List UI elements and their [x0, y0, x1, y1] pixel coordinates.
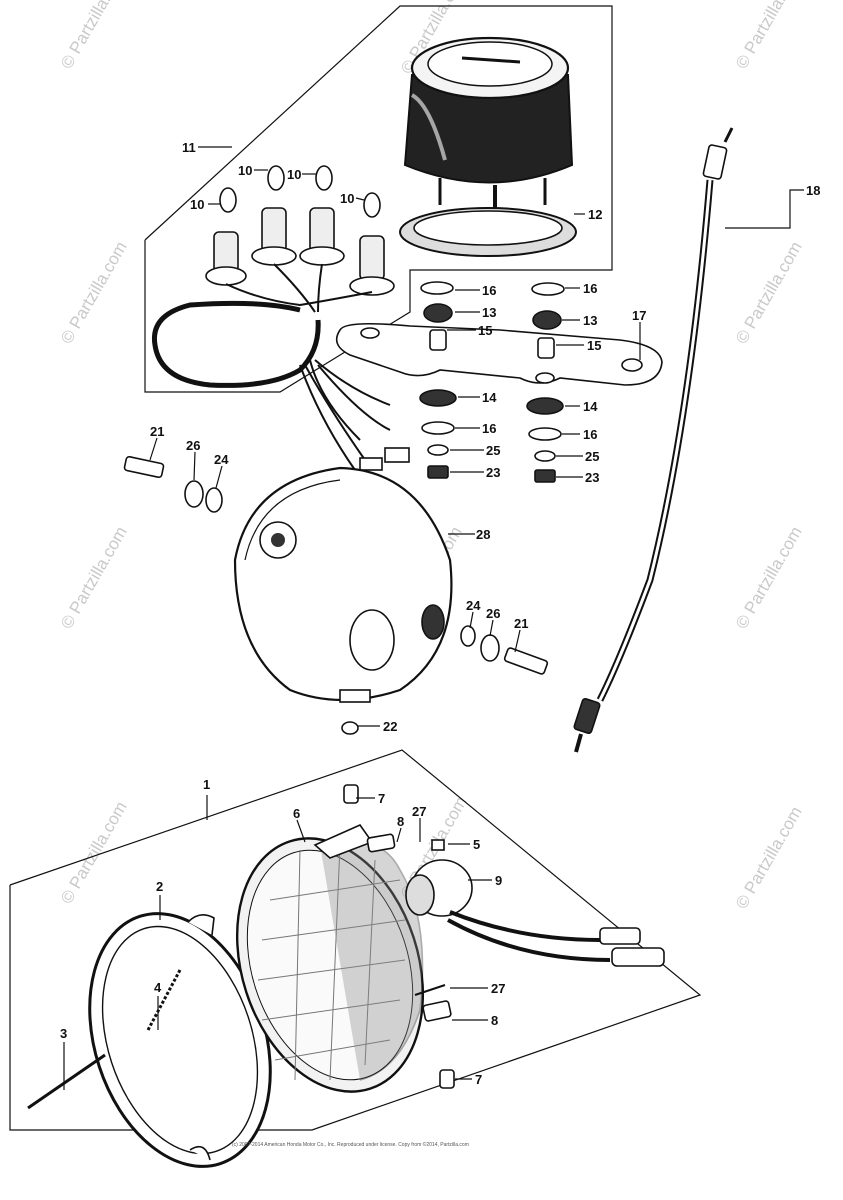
- callout-26: 26: [186, 438, 200, 453]
- callouts: 10 10 10 10 11 12 16 13 15 14 16 25 23 1…: [60, 140, 820, 1087]
- callout-13: 13: [583, 313, 597, 328]
- watermark: © Partzilla.com: [57, 523, 131, 632]
- callout-10: 10: [340, 191, 354, 206]
- bulb-sockets: [205, 207, 395, 296]
- callout-8: 8: [397, 814, 404, 829]
- mounting-hardware: [419, 281, 565, 483]
- callout-4: 4: [154, 980, 162, 995]
- callout-25: 25: [585, 449, 599, 464]
- speedometer-body: [403, 36, 574, 210]
- watermark: © Partzilla.com: [57, 798, 131, 907]
- watermark: © Partzilla.com: [732, 523, 806, 632]
- callout-18: 18: [806, 183, 820, 198]
- meter-case-ring: [399, 207, 577, 257]
- leader-lines: [63, 146, 804, 1090]
- speedometer-cable: [573, 127, 734, 753]
- callout-7: 7: [378, 791, 385, 806]
- callout-15: 15: [478, 323, 492, 338]
- headlight-assembly-outline: [9, 749, 702, 1131]
- callout-17: 17: [632, 308, 646, 323]
- watermark: © Partzilla.com: [732, 238, 806, 347]
- callout-13: 13: [482, 305, 496, 320]
- watermark: © Partzilla.com: [732, 0, 806, 72]
- beam-bracket-and-socket: [313, 784, 665, 1089]
- callout-15: 15: [587, 338, 601, 353]
- callout-14: 14: [583, 399, 598, 414]
- callout-28: 28: [476, 527, 490, 542]
- callout-8: 8: [491, 1013, 498, 1028]
- callout-16: 16: [482, 421, 496, 436]
- headlight-case: [233, 466, 453, 703]
- callout-23: 23: [585, 470, 599, 485]
- meter-bracket: [335, 322, 663, 386]
- callout-16: 16: [583, 427, 597, 442]
- watermark: © Partzilla.com: [732, 803, 806, 912]
- callout-23: 23: [486, 465, 500, 480]
- watermark: © Partzilla.com: [57, 0, 131, 72]
- watermark: © Partzilla.com: [57, 238, 131, 347]
- callout-14: 14: [482, 390, 497, 405]
- wiring-harness: [151, 263, 410, 471]
- callout-26: 26: [486, 606, 500, 621]
- meter-assembly-outline: [144, 5, 613, 393]
- callout-2: 2: [156, 879, 163, 894]
- callout-11: 11: [182, 140, 196, 155]
- callout-10: 10: [238, 163, 252, 178]
- copyright-footer: (c) 2007-2014 American Honda Motor Co., …: [232, 1141, 469, 1148]
- callout-12: 12: [588, 207, 602, 222]
- callout-21: 21: [150, 424, 164, 439]
- callout-7: 7: [475, 1072, 482, 1087]
- callout-21: 21: [514, 616, 528, 631]
- callout-3: 3: [60, 1026, 67, 1041]
- callout-22: 22: [383, 719, 397, 734]
- callout-10: 10: [287, 167, 301, 182]
- callout-6: 6: [293, 806, 300, 821]
- callout-24: 24: [214, 452, 229, 467]
- sealed-beam-unit: [235, 837, 425, 1093]
- callout-16: 16: [583, 281, 597, 296]
- case-hardware: [123, 455, 549, 735]
- callout-16: 16: [482, 283, 496, 298]
- headlight-rim: [88, 912, 272, 1168]
- callout-27: 27: [491, 981, 505, 996]
- rim-screws: [27, 969, 182, 1110]
- indicator-bulbs: [219, 165, 381, 218]
- callout-1: 1: [203, 777, 210, 792]
- callout-24: 24: [466, 598, 481, 613]
- callout-25: 25: [486, 443, 500, 458]
- callout-27: 27: [412, 804, 426, 819]
- callout-5: 5: [473, 837, 480, 852]
- callout-10: 10: [190, 197, 204, 212]
- callout-9: 9: [495, 873, 502, 888]
